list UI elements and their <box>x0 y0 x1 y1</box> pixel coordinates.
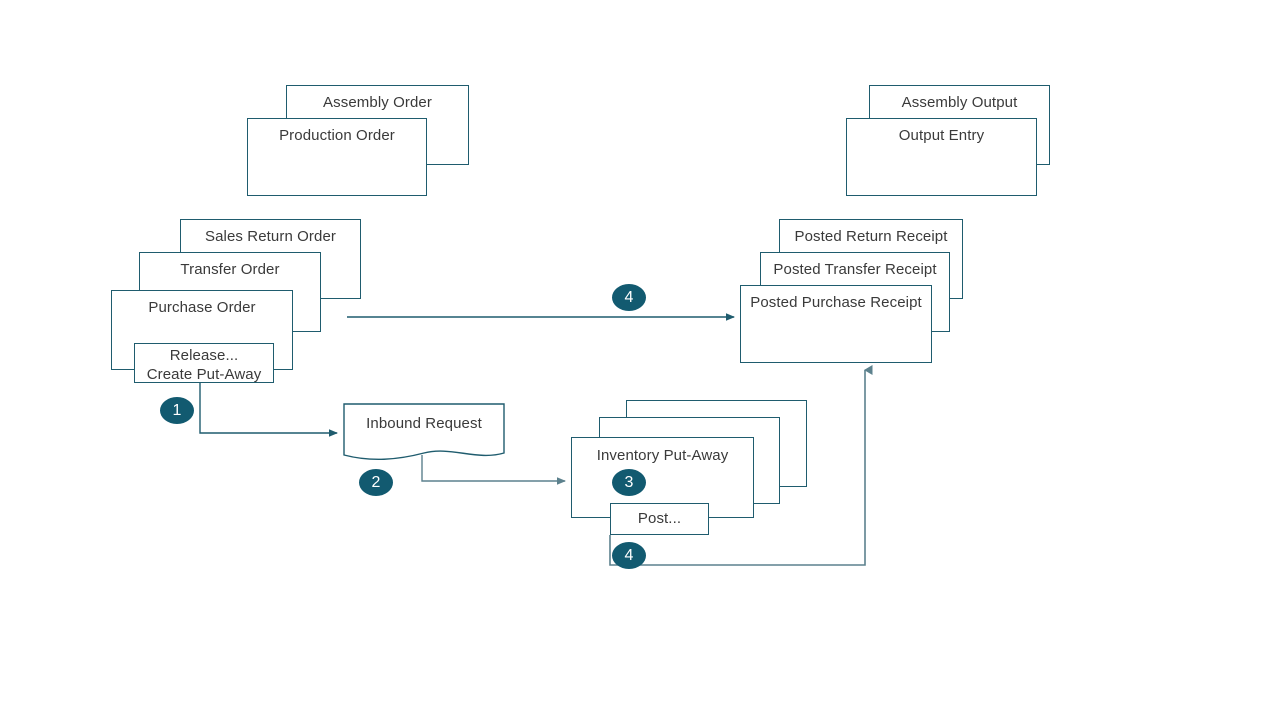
badge-step-2-value: 2 <box>371 473 381 491</box>
card-posted-purchase-receipt-label: Posted Purchase Receipt <box>750 294 922 311</box>
badge-step-1: 1 <box>160 397 194 424</box>
card-production-order[interactable]: Production Order <box>247 118 427 196</box>
card-release-create-put-away-label: Release... Create Put-Away <box>146 347 262 383</box>
card-post-action[interactable]: Post... <box>610 503 709 535</box>
connector-release-to-inbound-request <box>199 383 338 437</box>
badge-step-4-top-value: 4 <box>624 288 634 306</box>
card-inventory-put-away-label: Inventory Put-Away <box>596 447 729 464</box>
card-production-order-label: Production Order <box>279 127 395 144</box>
card-release-create-put-away[interactable]: Release... Create Put-Away <box>134 343 274 383</box>
badge-step-4-bottom-value: 4 <box>624 546 634 564</box>
card-posted-purchase-receipt[interactable]: Posted Purchase Receipt <box>740 285 932 363</box>
badge-step-4-top: 4 <box>612 284 646 311</box>
card-output-entry-label: Output Entry <box>898 127 985 144</box>
badge-step-3-value: 3 <box>624 473 634 491</box>
badge-step-3: 3 <box>612 469 646 496</box>
card-sales-return-order-label: Sales Return Order <box>204 228 337 245</box>
card-output-entry[interactable]: Output Entry <box>846 118 1037 196</box>
badge-step-1-value: 1 <box>172 401 182 419</box>
card-post-action-label: Post... <box>637 510 682 527</box>
card-posted-return-receipt-label: Posted Return Receipt <box>794 228 948 245</box>
card-inbound-request[interactable] <box>343 403 505 465</box>
badge-step-2: 2 <box>359 469 393 496</box>
card-assembly-output-label: Assembly Output <box>901 94 1018 111</box>
card-assembly-order-label: Assembly Order <box>323 94 432 111</box>
card-purchase-order-label: Purchase Order <box>148 299 256 316</box>
card-transfer-order-label: Transfer Order <box>180 261 280 278</box>
card-inbound-request-label: Inbound Request <box>366 415 482 432</box>
card-posted-transfer-receipt-label: Posted Transfer Receipt <box>773 261 937 278</box>
badge-step-4-bottom: 4 <box>612 542 646 569</box>
